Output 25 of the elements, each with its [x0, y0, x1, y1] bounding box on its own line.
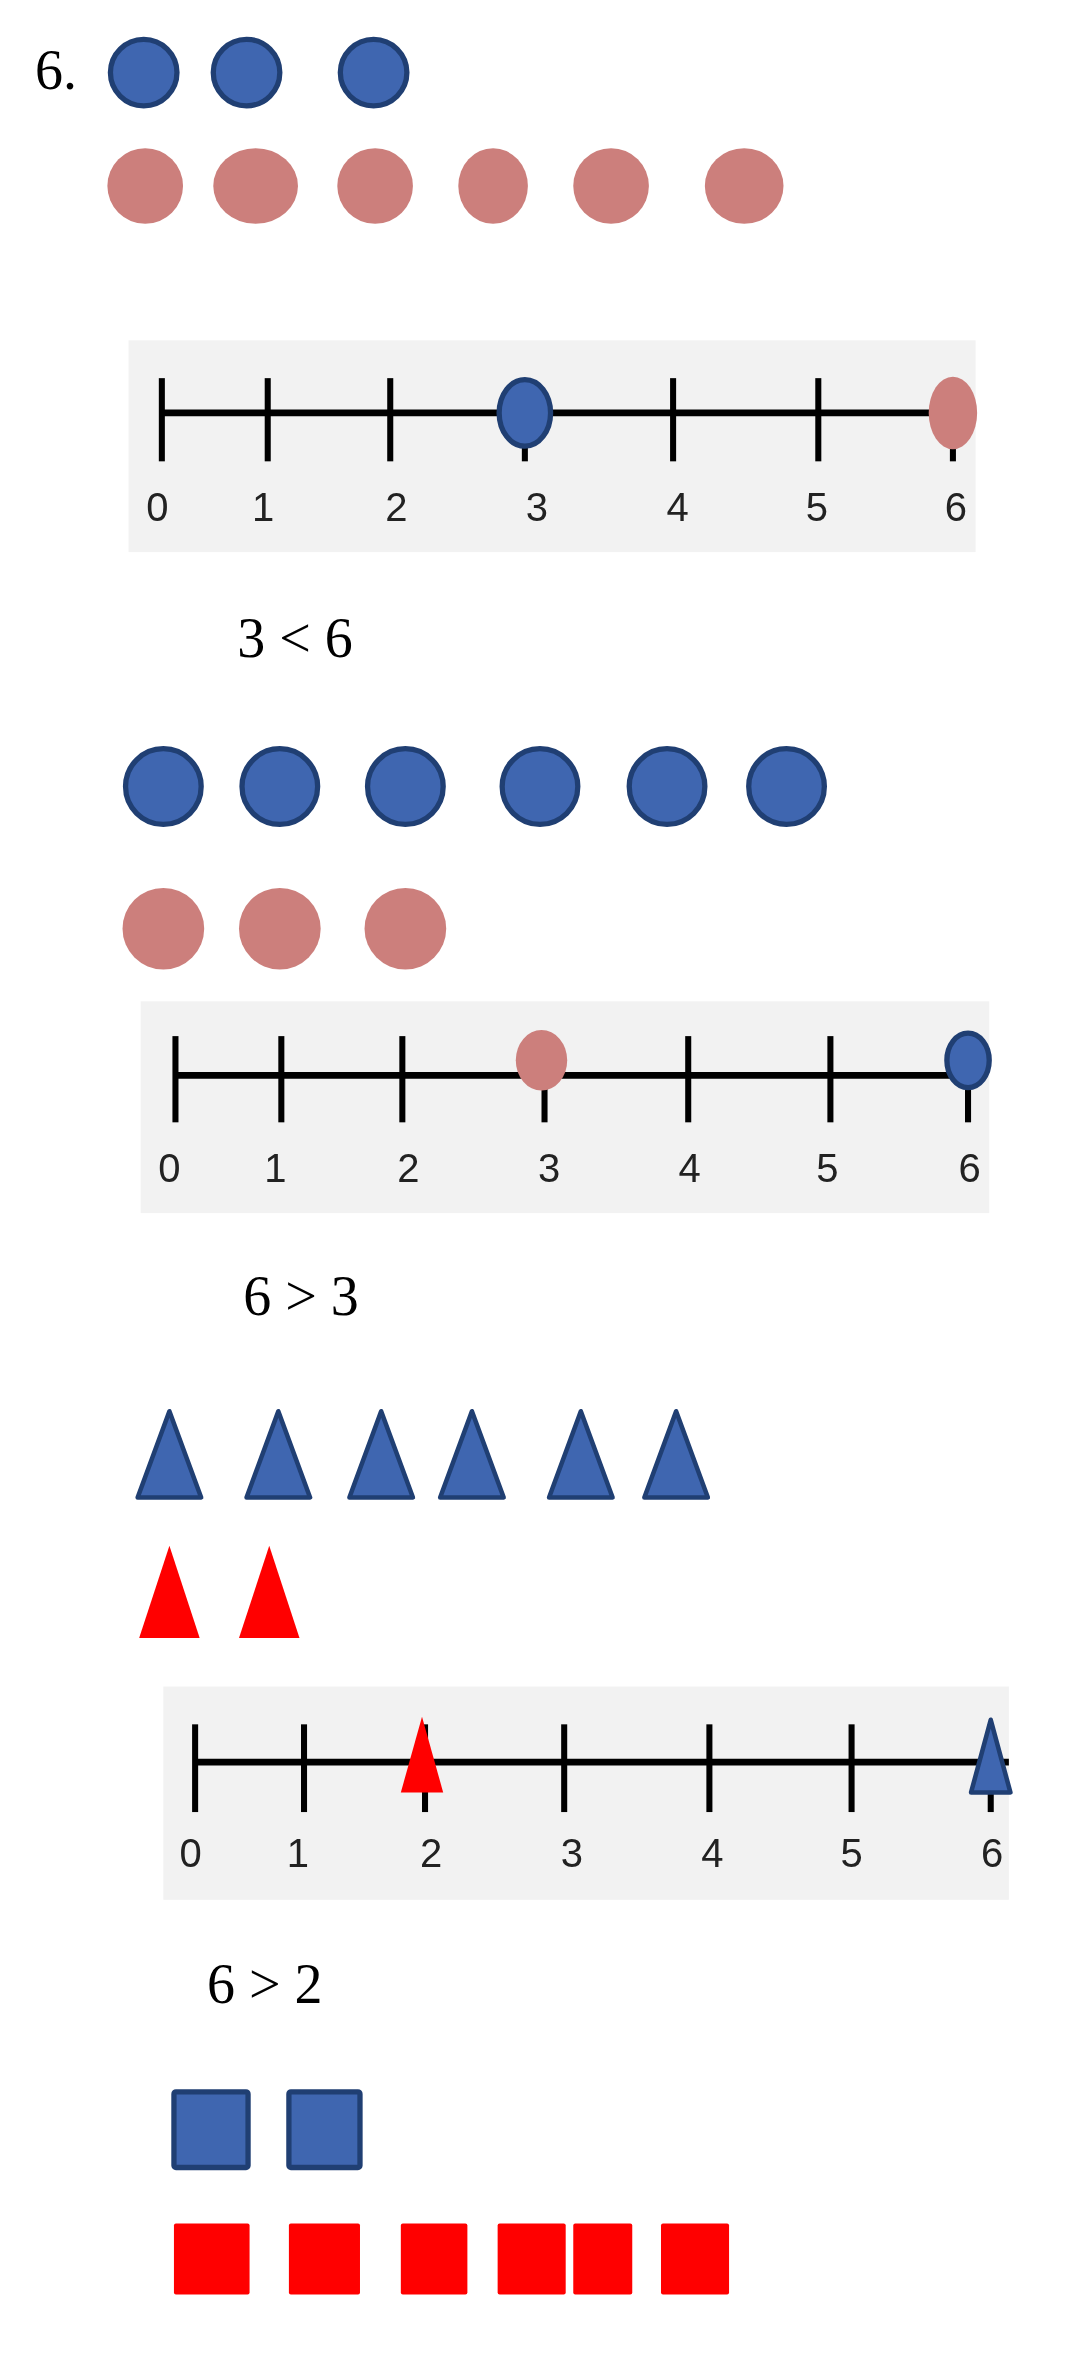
tick-label: 1 — [264, 1147, 287, 1188]
tick-label: 3 — [560, 1832, 583, 1873]
tick-label: 0 — [179, 1832, 202, 1873]
tick-label: 6 — [958, 1147, 981, 1188]
tick-label: 2 — [385, 486, 408, 527]
tick-label: 6 — [981, 1832, 1004, 1873]
tick-label: 5 — [840, 1832, 863, 1873]
tick-label: 1 — [252, 486, 275, 527]
tick-label: 3 — [537, 1147, 561, 1188]
tick-label: 3 — [525, 486, 549, 527]
tick-label: 4 — [701, 1832, 724, 1873]
comparison-text: 6 > 3 — [243, 1268, 359, 1325]
tick-label: 5 — [816, 1147, 839, 1188]
tick-label: 0 — [158, 1147, 181, 1188]
tick-label: 1 — [286, 1832, 310, 1873]
comparison-text: 6 > 2 — [206, 1956, 323, 2013]
tick-label: 5 — [805, 486, 828, 527]
tick-label: 0 — [146, 486, 169, 527]
tick-label: 2 — [397, 1147, 420, 1188]
tick-label: 4 — [666, 486, 689, 527]
tick-label: 6 — [944, 486, 968, 527]
tick-label: 2 — [419, 1832, 443, 1873]
task-number: 6. — [34, 41, 77, 98]
comparison-text: 3 < 6 — [237, 610, 353, 667]
tick-label: 4 — [678, 1147, 701, 1188]
